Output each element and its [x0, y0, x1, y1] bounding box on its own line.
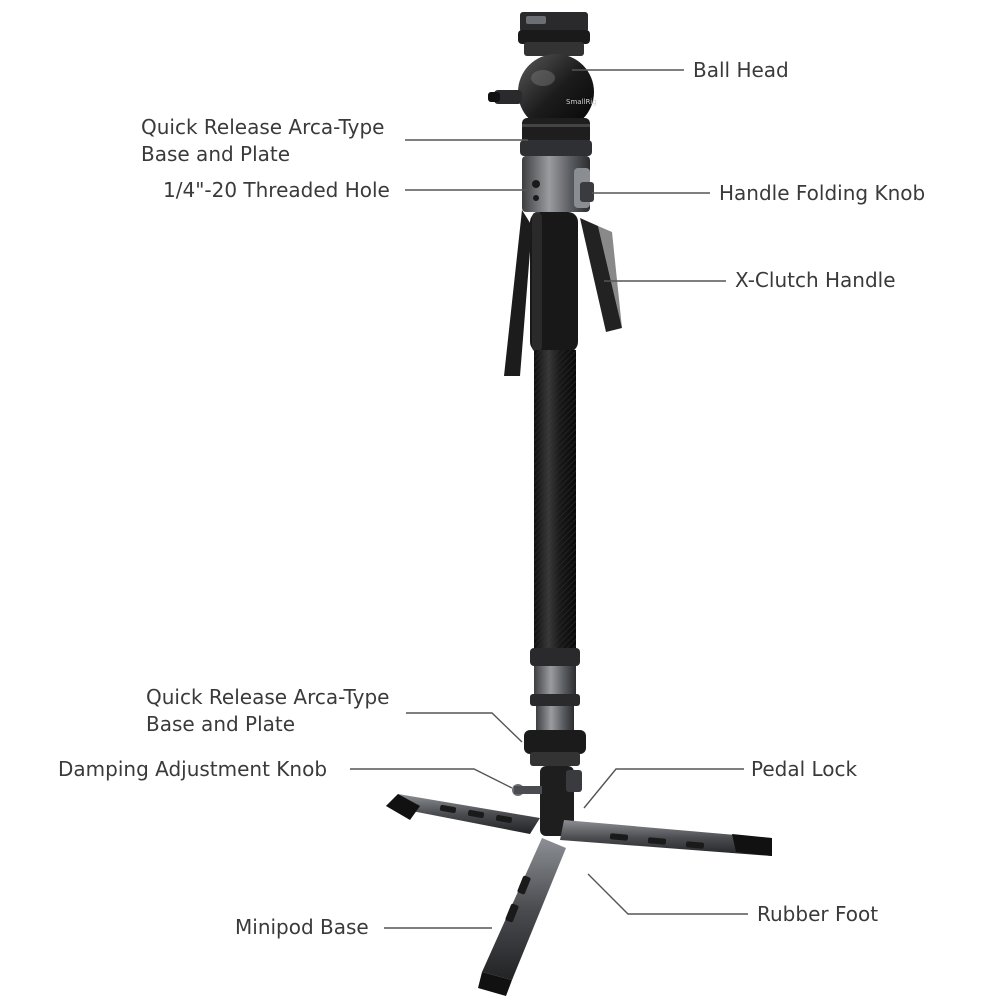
handle-collar: [522, 156, 594, 212]
label-x-clutch-text: X-Clutch Handle: [735, 268, 896, 292]
label-ball-head: Ball Head: [693, 57, 789, 84]
bottom-qr-base: [524, 730, 586, 766]
label-qr-top: Quick Release Arca-Type Base and Plate: [141, 114, 384, 168]
brand-mark: SmallRig: [566, 98, 597, 106]
label-threaded-hole-text: 1/4"-20 Threaded Hole: [163, 178, 390, 202]
tube-sections: [530, 648, 580, 732]
label-qr-bottom-line1: Quick Release Arca-Type: [146, 685, 390, 709]
leader-lines: [350, 69, 748, 929]
label-handle-knob: Handle Folding Knob: [719, 180, 925, 207]
label-threaded-hole: 1/4"-20 Threaded Hole: [163, 177, 390, 204]
leader-damping: [350, 768, 513, 789]
label-rubber-foot: Rubber Foot: [757, 901, 878, 928]
label-rubber-foot-text: Rubber Foot: [757, 902, 879, 926]
minipod-legs: [386, 794, 772, 996]
label-pedal-lock: Pedal Lock: [751, 756, 857, 783]
label-pedal-lock-text: Pedal Lock: [751, 757, 858, 781]
label-qr-top-line1: Quick Release Arca-Type: [141, 115, 385, 139]
ball-head: SmallRig: [488, 54, 597, 130]
label-damping-text: Damping Adjustment Knob: [58, 757, 328, 781]
foam-grip: [530, 212, 578, 352]
leader-pedal-lock: [583, 768, 744, 809]
label-x-clutch: X-Clutch Handle: [735, 267, 896, 294]
minipod-hub: [512, 766, 582, 836]
label-minipod: Minipod Base: [235, 914, 369, 941]
leader-rubber-foot: [587, 873, 748, 915]
label-qr-top-line2: Base and Plate: [141, 142, 291, 166]
label-damping: Damping Adjustment Knob: [58, 756, 327, 783]
label-handle-knob-text: Handle Folding Knob: [719, 181, 926, 205]
label-minipod-text: Minipod Base: [235, 915, 369, 939]
top-plate: [518, 12, 590, 56]
carbon-tube: [534, 350, 576, 650]
top-qr-base: [520, 118, 592, 156]
label-ball-head-text: Ball Head: [693, 58, 789, 82]
x-clutch-handles: [504, 210, 622, 376]
leader-qr-bottom: [406, 712, 523, 743]
label-qr-bottom: Quick Release Arca-Type Base and Plate: [146, 684, 389, 738]
label-qr-bottom-line2: Base and Plate: [146, 712, 296, 736]
